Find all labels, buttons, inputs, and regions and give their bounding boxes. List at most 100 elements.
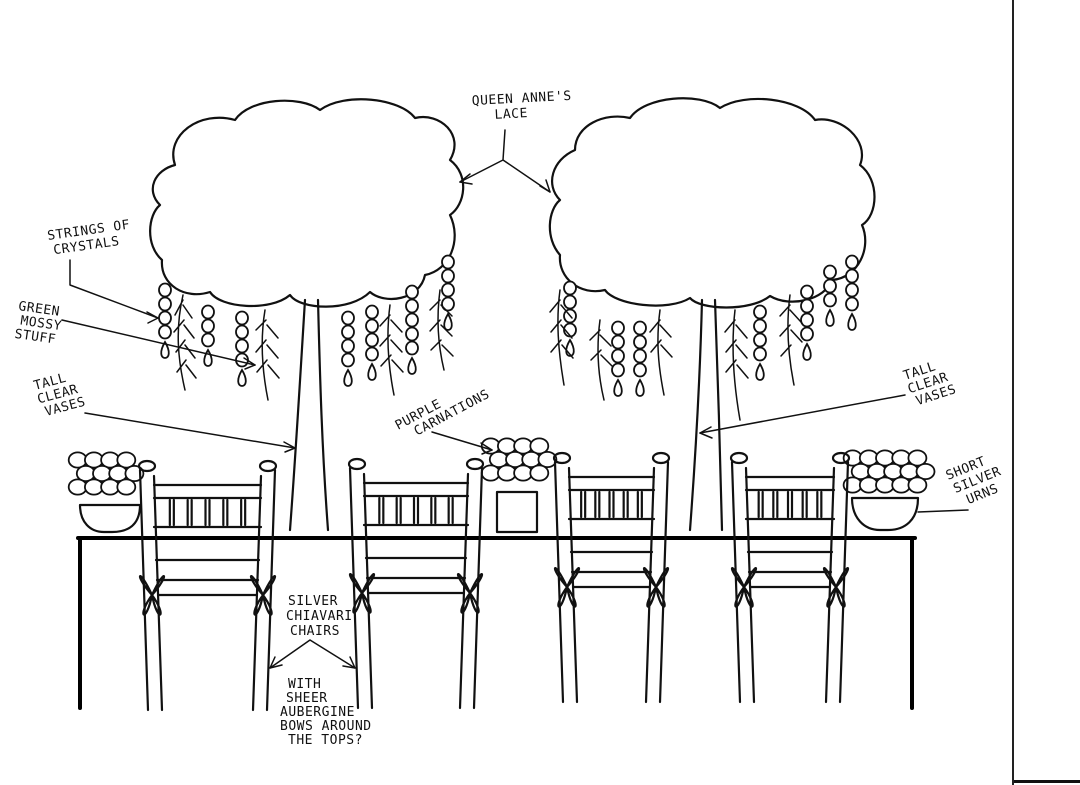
chiavari-chair	[552, 451, 671, 704]
crystal-bead	[365, 346, 379, 362]
crystal-drop	[203, 348, 213, 367]
crystal-bead	[800, 298, 814, 314]
crystal-drop	[160, 340, 170, 359]
crystal-bead	[823, 292, 837, 308]
crystal-bead	[823, 264, 837, 280]
flower-bloom	[124, 464, 145, 483]
label-strings-of-crystals: STRINGS OF CRYSTALS	[46, 216, 141, 258]
label-with-sheer-bows: WITH SHEER AUBERGINE BOWS AROUND THE TOP…	[280, 677, 380, 748]
flower-bloom	[529, 464, 550, 482]
label-green-mossy-stuff: GREEN MOSSY STUFF	[14, 299, 73, 349]
crystal-bead	[405, 340, 419, 356]
crystal-drop	[755, 362, 765, 381]
crystal-bead	[611, 362, 625, 378]
crystal-bead	[633, 362, 647, 378]
flower-bloom	[116, 478, 137, 496]
label-tall-clear-vases-left: TALL CLEAR VASES	[32, 366, 91, 420]
flower-bloom	[116, 451, 137, 469]
crystal-bead	[405, 284, 419, 300]
crystal-bead	[845, 254, 859, 270]
left-tree-canopy	[149, 98, 465, 308]
crystal-bead	[405, 326, 419, 342]
label-tall-clear-vases-right: TALL CLEAR VASES	[902, 354, 963, 410]
flower-bloom	[907, 449, 928, 467]
crystal-bead	[365, 332, 379, 348]
crystal-bead	[201, 304, 215, 320]
silver-chiavari-chairs	[137, 451, 851, 712]
crystal-bead	[341, 352, 355, 368]
crystal-drop	[407, 356, 417, 375]
crystal-bead	[158, 310, 172, 326]
crystal-bead	[845, 282, 859, 298]
flower-bloom	[907, 476, 928, 494]
label-queen-annes-lace: QUEEN ANNE'S LACE	[471, 88, 581, 124]
chiavari-chair	[347, 457, 485, 710]
chiavari-chair	[137, 459, 278, 712]
crystal-bead	[633, 334, 647, 350]
crystal-bead	[633, 320, 647, 336]
crystal-bead	[341, 338, 355, 354]
crystal-bead	[753, 346, 767, 362]
crystal-drop	[635, 378, 645, 397]
crystal-bead	[235, 338, 249, 354]
labels: QUEEN ANNE'S LACE STRINGS OF CRYSTALS GR…	[14, 88, 1017, 748]
flower-bloom	[915, 462, 936, 481]
right-tree-trunk	[688, 298, 724, 532]
label-silver-chiavari-chairs: SILVER CHIAVARI CHAIRS	[286, 594, 361, 639]
crystal-bead	[341, 324, 355, 340]
center-carnations	[480, 437, 558, 534]
right-silver-urn	[842, 449, 936, 532]
crystal-drop	[237, 368, 247, 387]
crystal-bead	[441, 268, 455, 284]
left-silver-urn	[67, 451, 145, 534]
crystal-bead	[823, 278, 837, 294]
flower-bloom	[529, 437, 550, 455]
crystal-bead	[405, 312, 419, 328]
crystal-drop	[825, 308, 835, 327]
crystal-bead	[611, 348, 625, 364]
crystal-bead	[753, 304, 767, 320]
banquet-table	[76, 536, 917, 710]
crystal-strings	[158, 254, 859, 397]
crystal-bead	[563, 294, 577, 310]
crystal-bead	[158, 324, 172, 340]
crystal-bead	[800, 284, 814, 300]
crystal-bead	[800, 312, 814, 328]
crystal-bead	[201, 332, 215, 348]
green-mossy-stuff	[173, 289, 803, 421]
chiavari-chair	[729, 451, 851, 704]
crystal-drop	[847, 312, 857, 331]
crystal-bead	[753, 318, 767, 334]
crystal-bead	[611, 334, 625, 350]
annotation-arrows	[61, 129, 969, 669]
crystal-bead	[365, 318, 379, 334]
crystal-bead	[845, 296, 859, 312]
crystal-drop	[343, 368, 353, 387]
crystal-bead	[441, 254, 455, 270]
flower-bloom	[537, 450, 558, 469]
crystal-bead	[158, 282, 172, 298]
crystal-bead	[753, 332, 767, 348]
right-tree-canopy	[548, 97, 876, 309]
crystal-bead	[341, 310, 355, 326]
crystal-bead	[633, 348, 647, 364]
crystal-bead	[158, 296, 172, 312]
page-corner-line	[1014, 780, 1080, 783]
left-tree-trunk	[288, 298, 330, 532]
crystal-bead	[405, 298, 419, 314]
crystal-bead	[845, 268, 859, 284]
crystal-drop	[613, 378, 623, 397]
crystal-bead	[563, 280, 577, 296]
crystal-bead	[235, 324, 249, 340]
crystal-bead	[235, 310, 249, 326]
label-short-silver-urns: SHORT SILVER URNS	[944, 447, 1017, 511]
crystal-drop	[443, 312, 453, 331]
crystal-bead	[365, 304, 379, 320]
crystal-bead	[441, 282, 455, 298]
crystal-bead	[201, 318, 215, 334]
page-edge-line	[1012, 0, 1014, 785]
crystal-bead	[611, 320, 625, 336]
crystal-drop	[802, 342, 812, 361]
